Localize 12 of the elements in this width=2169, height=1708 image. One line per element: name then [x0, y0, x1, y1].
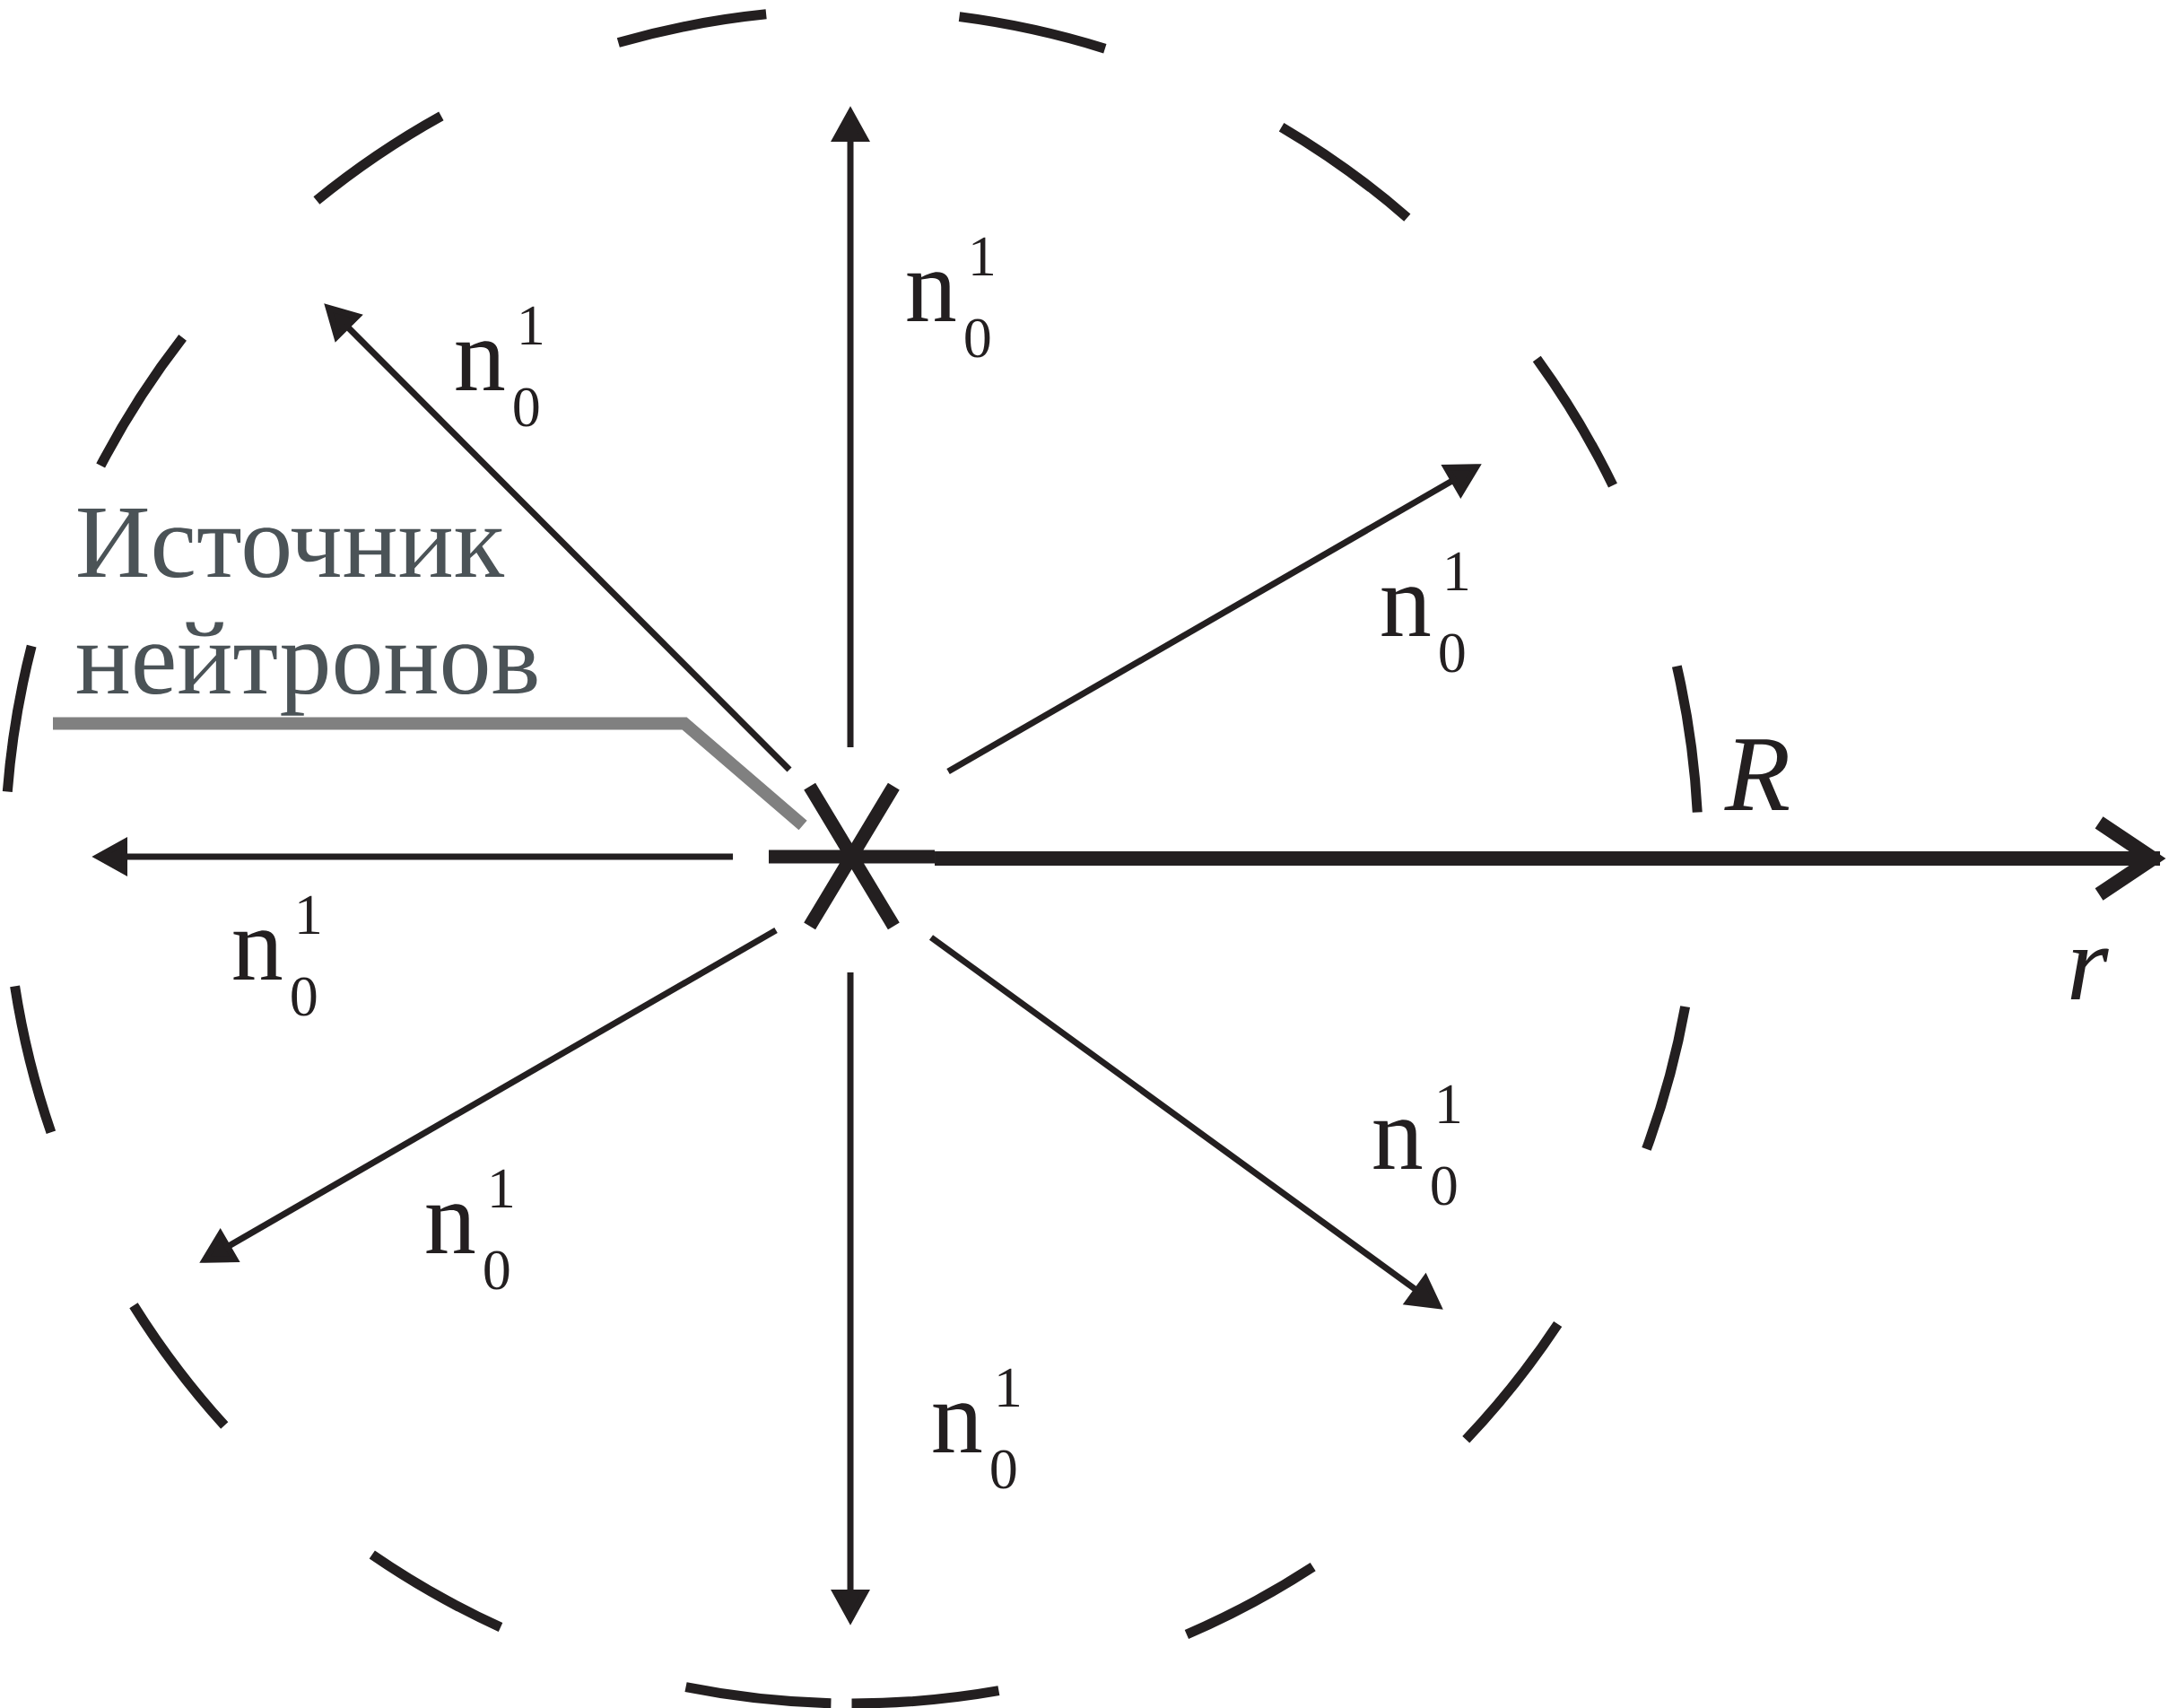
axis-label: r	[2070, 948, 2109, 999]
leader-line	[53, 717, 807, 831]
edge-label: n$_{0}$1	[907, 237, 993, 358]
edge-label: n$_{0}$1	[1381, 552, 1468, 673]
edge-label: n$_{0}$1	[1373, 1085, 1459, 1206]
edge-label: n$_{0}$1	[456, 306, 542, 427]
edge-label: n$_{0}$1	[426, 1169, 512, 1290]
star-symbol	[769, 785, 935, 928]
edge-label: n$_{0}$1	[933, 1368, 1019, 1489]
edge-label: n$_{0}$1	[233, 895, 319, 1016]
radius-label: R	[1724, 739, 1790, 810]
text-label: Источник нейтронов	[76, 509, 537, 716]
